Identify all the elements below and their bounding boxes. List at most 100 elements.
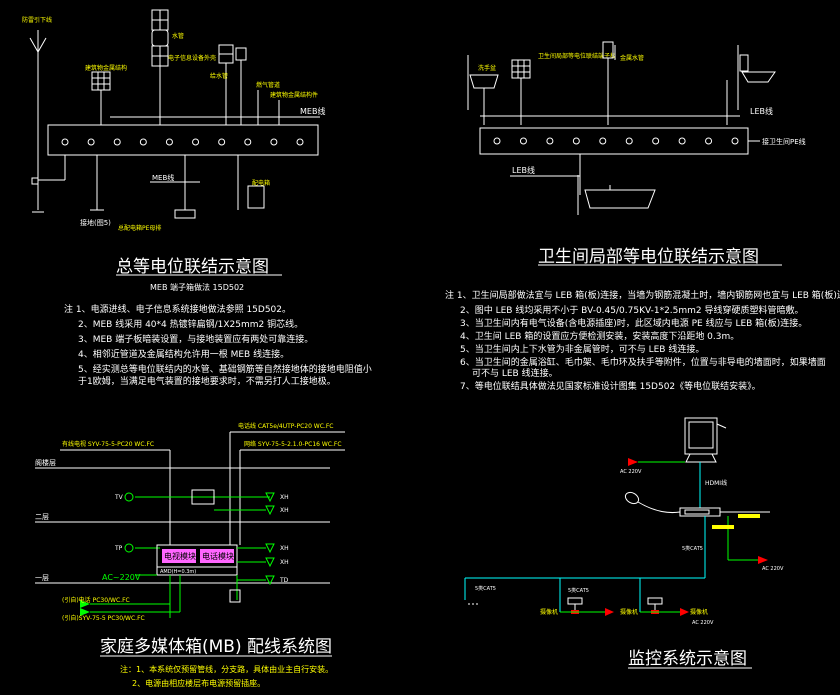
meb-title: 总等电位联结示意图 bbox=[116, 257, 269, 277]
in2-label: (引自)SYV-75-5 PC30/WC.FC bbox=[62, 614, 145, 622]
terminal-screw bbox=[493, 137, 501, 145]
box-line-label: AMD(H=0.3m) bbox=[160, 569, 196, 575]
bathtub-icon bbox=[577, 175, 656, 215]
meb-note: 注 1、电源进线、电子信息系统接地做法参照 15D502。 bbox=[64, 303, 291, 315]
terminal-screw bbox=[270, 138, 278, 146]
antenna-icon bbox=[29, 30, 47, 180]
meb-note: 5、经实测总等电位联结内的水管、基础钢筋等自然接地体的接地电阻值小 bbox=[78, 363, 372, 375]
terminal-screw bbox=[705, 137, 713, 145]
cam1-label: 摄像机 bbox=[540, 608, 558, 616]
xh-label: XH bbox=[280, 494, 289, 501]
pe-label: 接卫生间PE线 bbox=[762, 137, 806, 146]
pipe-icon bbox=[602, 41, 616, 125]
structure-label: 建筑物金属结构件 bbox=[270, 91, 318, 99]
bath-title: 卫生间局部等电位联结示意图 bbox=[538, 247, 759, 267]
xh4-label: XH bbox=[280, 559, 289, 566]
floor2-label: 二层 bbox=[35, 513, 49, 521]
bath-note: 2、图中 LEB 线均采用不小于 BV-0.45/0.75KV-1*2.5mm2… bbox=[460, 304, 804, 316]
basin-label: 洗手盆 bbox=[478, 64, 496, 72]
terminal-screw bbox=[192, 138, 200, 146]
terminal-screw bbox=[599, 137, 607, 145]
shower-label: 卫生间局部等电位联结端子板 bbox=[538, 52, 616, 60]
cctv-panel: AC 220V HDMI线 AC 220V 5类CAT5 5类CAT5 5类CA… bbox=[464, 417, 784, 669]
tp-label: TP bbox=[114, 545, 123, 552]
window-label: 建筑物金属结构 bbox=[85, 64, 127, 72]
antenna-label: 防雷引下线 bbox=[22, 16, 52, 24]
bath-note: 4、卫生间 LEB 箱的设置应方便检测安装，安装高度下沿距地 0.3m。 bbox=[460, 330, 739, 342]
floor1-label: 一层 bbox=[35, 574, 49, 582]
td-label: TD bbox=[279, 577, 289, 584]
meb-terminal-bar bbox=[47, 124, 319, 156]
pe-bar-label: 总配电箱PE母排 bbox=[118, 224, 161, 232]
leb-label: LEB线 bbox=[750, 106, 773, 116]
media-panel: 有线电视 SYV-75-5-PC20 WC.FC 电话线 CAT5e/4UTP-… bbox=[35, 422, 345, 688]
meb-wire-label: MEB线 bbox=[152, 173, 174, 182]
media-note: 2、电源由相应楼层布电源预留插座。 bbox=[132, 678, 265, 688]
window-grid-icon bbox=[91, 71, 111, 125]
terminal-screw bbox=[218, 138, 226, 146]
tv-module-label: 电视模块 bbox=[164, 551, 196, 561]
gas-label: 水管 bbox=[172, 32, 184, 40]
mon-label: HDMI线 bbox=[705, 479, 727, 487]
xh3-label: XH bbox=[280, 545, 289, 552]
monitor-icon bbox=[684, 417, 727, 463]
heating-label: 电子信息设备外壳 bbox=[168, 54, 216, 62]
meb-note: 于1欧姆，当满足电气装置的接地要求时，不需另打人工接地极。 bbox=[78, 375, 336, 387]
meb-bar-terminals bbox=[61, 138, 304, 146]
bath-note: 3、当卫生间内有电气设备(含电源插座)时，此区域内电源 PE 线应与 LEB 箱… bbox=[460, 317, 807, 329]
cat-main-label: 5类CAT5 bbox=[682, 545, 703, 552]
dvr-recorder bbox=[679, 507, 721, 517]
toilet-icon bbox=[726, 45, 776, 125]
box-label: 配电箱 bbox=[252, 179, 270, 187]
ac3-label: AC 220V bbox=[692, 620, 714, 626]
terminal-screw bbox=[625, 137, 633, 145]
earth-label: 接地(图5) bbox=[80, 218, 111, 227]
bath-note: 6、当卫生间的金属浴缸、毛巾架、毛巾环及扶手等附件，位置与非导电的墙面时，如果墙… bbox=[460, 356, 826, 368]
cable1-label: 有线电视 SYV-75-5-PC20 WC.FC bbox=[62, 440, 154, 448]
terminal-screw bbox=[678, 137, 686, 145]
meb-panel: 防雷引下线 建筑物金属结构 水管 电子信息设备外壳 给水管 燃气 bbox=[22, 9, 372, 387]
cable2-label: 电话线 CAT5e/4UTP-PC20 WC.FC bbox=[238, 422, 333, 430]
terminal-screw bbox=[113, 138, 121, 146]
bath-note: 5、当卫生间内上下水管为非金属管时，可不与 LEB 线连接。 bbox=[460, 343, 704, 355]
terminal-screw bbox=[139, 138, 147, 146]
bathroom-panel: 洗手盆 卫生间局部等电位联结端子板 金属水管 LEB线 接卫生间PE线 bbox=[445, 41, 840, 392]
water-pipe-icon bbox=[151, 9, 169, 125]
cam2-label: 摄像机 bbox=[620, 608, 638, 616]
in1-label: (引自)电话 PC30/WC.FC bbox=[62, 596, 130, 604]
xh2-label: XH bbox=[280, 507, 289, 514]
cat3-label: 5类CAT5 bbox=[568, 587, 589, 594]
terminal-screw bbox=[572, 137, 580, 145]
terminal-screw bbox=[165, 138, 173, 146]
cable3-label: 网络 SYV-75-5-2.1.0-PC16 WC.FC bbox=[244, 440, 342, 448]
ac2-label: AC 220V bbox=[762, 566, 784, 572]
phone-module bbox=[200, 549, 234, 563]
terminal-screw bbox=[296, 138, 304, 146]
leb-bar-terminals bbox=[493, 137, 739, 145]
grid-box-icon bbox=[511, 59, 531, 125]
mouse-icon bbox=[624, 491, 681, 513]
media-title: 家庭多媒体箱(MB) 配线系统图 bbox=[100, 637, 332, 657]
valve-icon bbox=[218, 44, 247, 125]
bath-notes: 注 1、卫生间局部做法宜与 LEB 箱(板)连接，当墙为钢筋混凝土时，墙内钢筋网… bbox=[445, 289, 840, 392]
bath-note: 7、等电位联结具体做法见国家标准设计图集 15D502《等电位联结安装》。 bbox=[460, 380, 761, 392]
leb2-label: LEB线 bbox=[512, 165, 535, 175]
distribution-box-icon bbox=[247, 185, 265, 209]
floor3-label: 阁楼层 bbox=[35, 458, 56, 467]
ac-label: AC~220V bbox=[102, 573, 141, 582]
water-label: 给水管 bbox=[210, 72, 228, 80]
media-note: 注：1、本系统仅预留管线，分支路，具体由业主自行安装。 bbox=[120, 664, 333, 674]
meb-note: 4、相邻近管道及金属结构允许用一根 MEB 线连接。 bbox=[78, 348, 289, 360]
junction-box bbox=[191, 489, 215, 505]
meb-notes: 注 1、电源进线、电子信息系统接地做法参照 15D502。 2、MEB 线采用 … bbox=[64, 303, 372, 387]
cctv-title: 监控系统示意图 bbox=[628, 649, 747, 669]
cam3-label: 摄像机 bbox=[690, 608, 708, 616]
pipe-label: 金属水管 bbox=[620, 54, 644, 62]
bath-note: 注 1、卫生间局部做法宜与 LEB 箱(板)连接，当墙为钢筋混凝土时，墙内钢筋网… bbox=[445, 289, 840, 301]
tv-label: TV bbox=[114, 494, 124, 501]
terminal-screw bbox=[546, 137, 554, 145]
meb-note: 2、MEB 线采用 40*4 热镀锌扁钢/1X25mm2 铜芯线。 bbox=[78, 318, 303, 330]
bath-note: 可不与 LEB 线连接。 bbox=[472, 367, 558, 379]
basin-icon bbox=[467, 55, 499, 125]
